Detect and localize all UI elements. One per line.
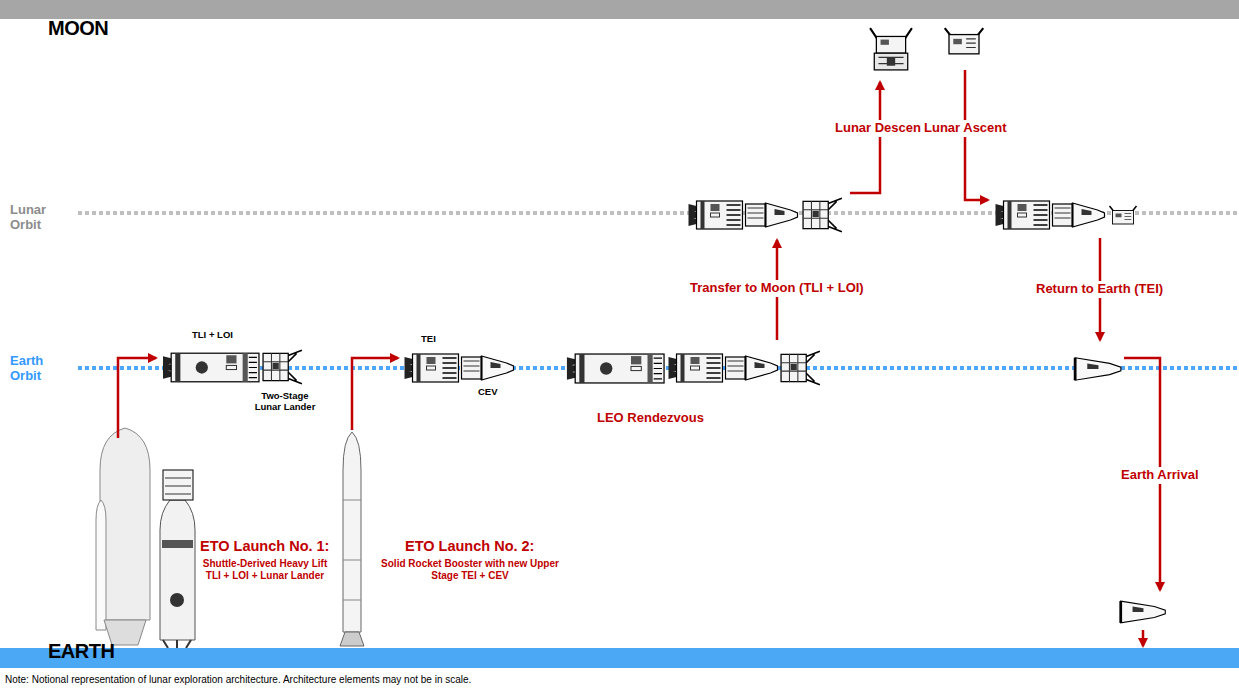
space-band: EARTH xyxy=(0,626,1239,668)
phase-label: Transfer to Moon (TLI + LOI) xyxy=(687,280,867,297)
launch-title: ETO Launch No. 1: xyxy=(200,538,329,555)
launch-detail: Solid Rocket Booster with new Upper Stag… xyxy=(370,558,570,581)
orbit-label: Lunar Orbit xyxy=(10,203,62,233)
space-band: MOON xyxy=(0,0,1239,42)
phase-label: Earth Arrival xyxy=(1118,467,1202,484)
element-label: TEI xyxy=(421,334,436,345)
element-label: TLI + LOI xyxy=(192,330,233,341)
phase-label: Lunar Ascent xyxy=(921,120,1010,137)
element-label: CEV xyxy=(478,387,498,398)
caption-note: Note: Notional representation of lunar e… xyxy=(5,674,471,685)
band-title: EARTH xyxy=(48,640,114,663)
phase-label: Lunar Descent xyxy=(832,120,928,137)
band-title: MOON xyxy=(48,17,108,40)
phase-label: LEO Rendezvous xyxy=(594,410,707,427)
launch-title: ETO Launch No. 2: xyxy=(405,538,534,555)
orbit-label: Earth Orbit xyxy=(10,354,62,384)
solid-rocket-booster xyxy=(340,432,364,646)
element-label: Two-Stage Lunar Lander xyxy=(250,391,320,413)
band-bar xyxy=(0,648,1239,668)
heavy-lift-rocket xyxy=(96,428,195,648)
phase-label: Return to Earth (TEI) xyxy=(1033,281,1166,298)
mission-arrows xyxy=(118,70,1160,646)
launch-detail: Shuttle-Derived Heavy Lift TLI + LOI + L… xyxy=(200,558,330,581)
band-bar xyxy=(0,0,1239,19)
